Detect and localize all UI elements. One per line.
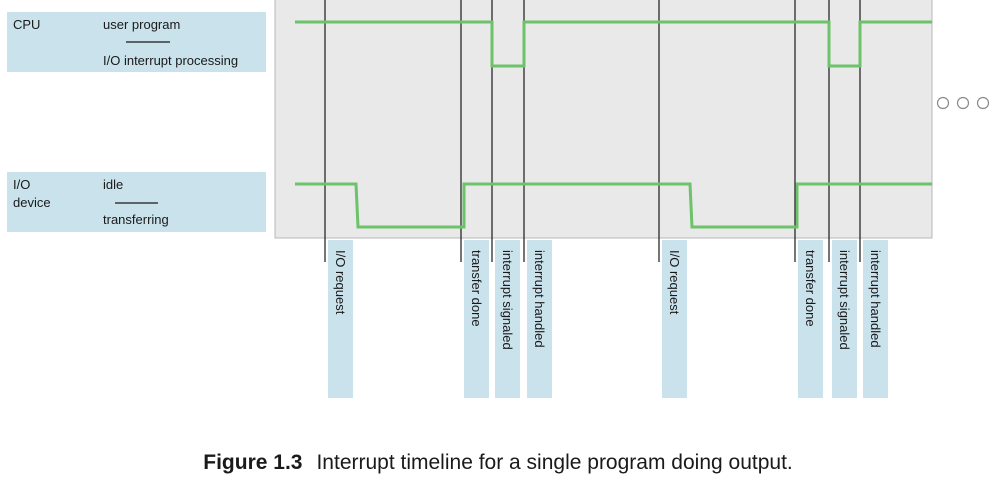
event-strip-5 — [662, 240, 687, 398]
event-label-2: transfer done — [469, 250, 484, 327]
event-strip-3 — [495, 240, 520, 398]
event-strip-2 — [464, 240, 489, 398]
io-signal-trace — [295, 182, 932, 229]
cpu-low-state: I/O interrupt processing — [103, 53, 238, 68]
interrupt-timeline-diagram: CPU user program I/O interrupt processin… — [7, 0, 990, 398]
figure-caption: Figure 1.3 Interrupt timeline for a singl… — [0, 451, 996, 475]
continuation-dots-icon — [936, 96, 990, 110]
cpu-high-state: user program — [103, 17, 180, 32]
event-strip-6 — [798, 240, 823, 398]
io-low-state: transferring — [103, 212, 169, 227]
io-label-box — [7, 172, 266, 232]
cpu-row-label: CPU user program I/O interrupt processin… — [7, 12, 266, 72]
io-name-line2: device — [13, 195, 51, 210]
io-name-line1: I/O — [13, 177, 30, 192]
event-label-6: transfer done — [803, 250, 818, 327]
event-strip-4 — [527, 240, 552, 398]
event-strip-7 — [832, 240, 857, 398]
figure-caption-text: Interrupt timeline for a single program … — [316, 451, 793, 474]
event-label-7: interrupt signaled — [837, 250, 852, 350]
io-row-label: I/O device idle transferring — [7, 172, 266, 232]
cpu-signal-trace — [295, 20, 932, 68]
event-label-1: I/O request — [333, 250, 348, 315]
event-label-5: I/O request — [667, 250, 682, 315]
event-label-3: interrupt signaled — [500, 250, 515, 350]
event-strip-1 — [328, 240, 353, 398]
figure-number: Figure 1.3 — [203, 451, 303, 474]
event-labels: I/O request transfer done interrupt sign… — [333, 250, 883, 350]
event-label-4: interrupt handled — [532, 250, 547, 348]
event-label-strips — [328, 240, 888, 398]
io-high-state: idle — [103, 177, 123, 192]
cpu-name: CPU — [13, 17, 40, 32]
timeline-plot-area — [274, 0, 933, 239]
event-strip-8 — [863, 240, 888, 398]
event-label-8: interrupt handled — [868, 250, 883, 348]
